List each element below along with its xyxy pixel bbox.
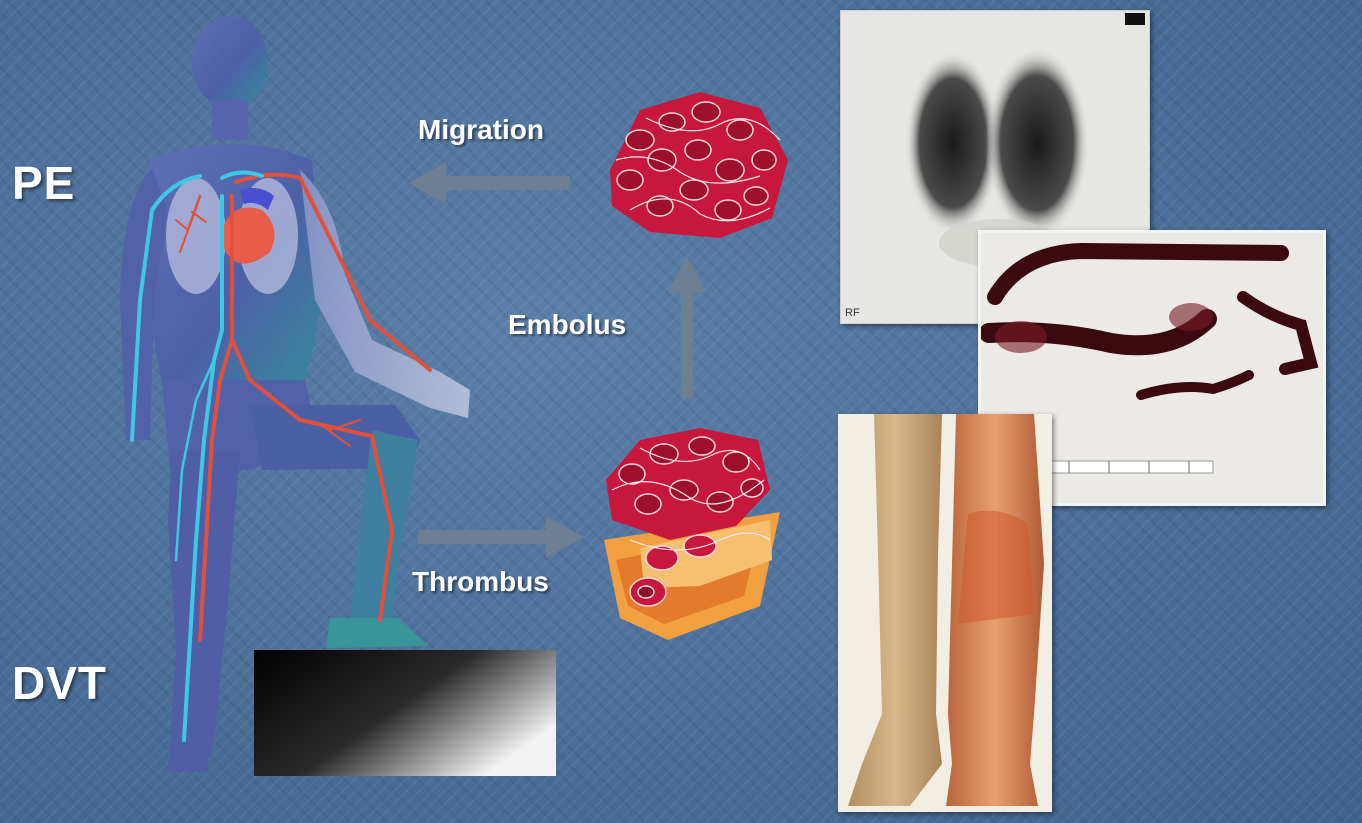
legs-photo-graphic — [838, 414, 1052, 812]
swollen-legs-image — [838, 414, 1052, 812]
embolus-clot-icon — [610, 92, 788, 238]
embolus-arrow-icon — [668, 256, 706, 398]
thrombus-arrow-icon — [418, 516, 584, 558]
scan-tag-label: RF — [845, 307, 860, 319]
migration-arrow-icon — [408, 162, 570, 204]
thrombus-vessel-icon — [604, 428, 780, 640]
